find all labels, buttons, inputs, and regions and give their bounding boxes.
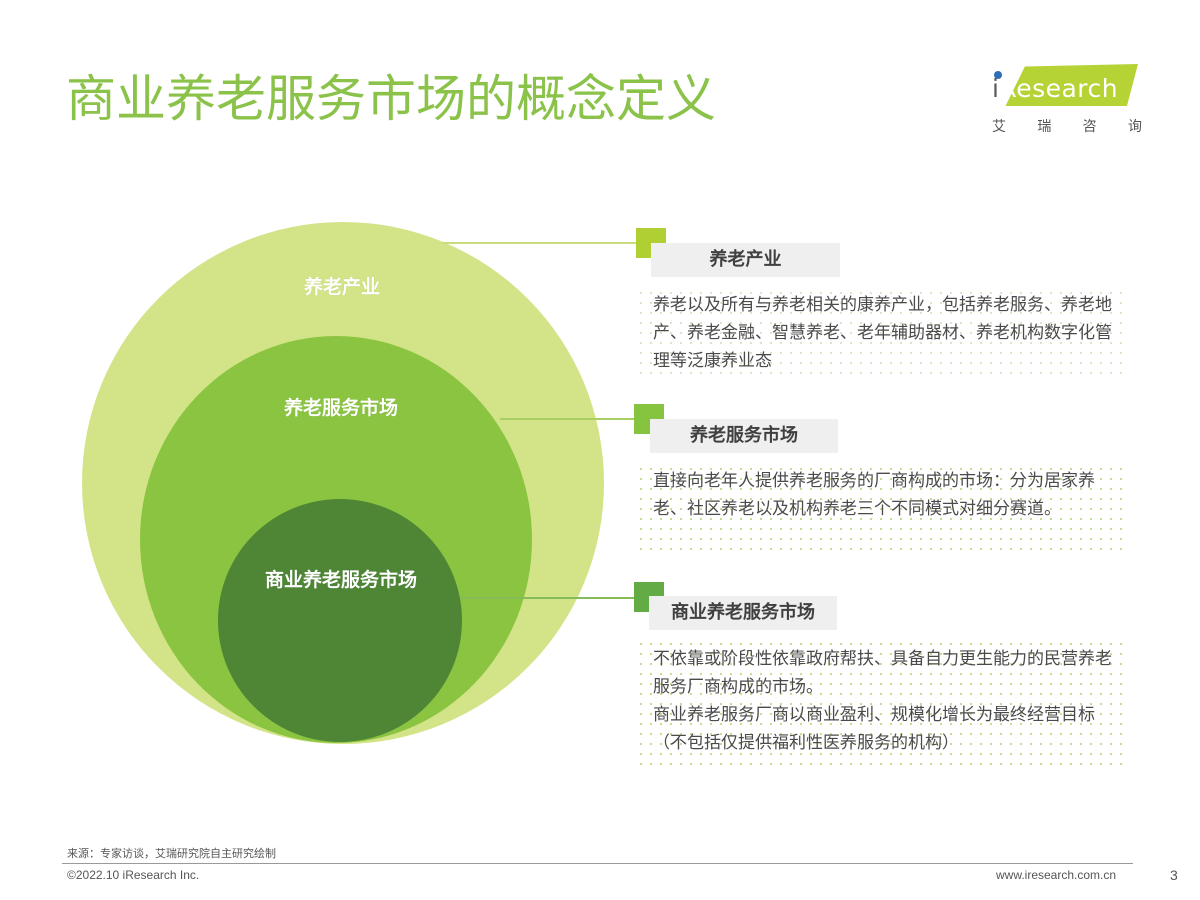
connector-line-1	[442, 242, 638, 244]
definition-text: 直接向老年人提供养老服务的厂商构成的市场：分为居家养老、社区养老以及机构养老三个…	[653, 471, 1095, 519]
definition-panel-3: 不依靠或阶段性依靠政府帮扶、具备自力更生能力的民营养老服务厂商构成的市场。 商业…	[633, 636, 1125, 768]
circle-commercial-elderly-service-market	[218, 499, 462, 742]
connector-line-2	[500, 418, 638, 420]
website-link[interactable]: www.iresearch.com.cn	[996, 868, 1117, 882]
logo-subtitle: 艾 瑞 咨 询	[992, 119, 1142, 135]
circle-label-outer: 养老产业	[303, 276, 381, 298]
definition-panel-2: 直接向老年人提供养老服务的厂商构成的市场：分为居家养老、社区养老以及机构养老三个…	[633, 461, 1125, 554]
logo-band-shape	[1005, 64, 1138, 106]
definition-title-1: 养老产业	[651, 243, 840, 277]
iresearch-logo: iResearch 艾 瑞 咨 询	[986, 62, 1146, 142]
definition-text: 商业养老服务厂商以商业盈利、规模化增长为最终经营目标（不包括仅提供福利性医养服务…	[653, 705, 1095, 753]
source-note: 来源：专家访谈，艾瑞研究院自主研究绘制	[67, 847, 276, 860]
logo-wordmark: iResearch	[992, 74, 1119, 103]
definition-title-2: 养老服务市场	[650, 419, 838, 453]
definition-title-3: 商业养老服务市场	[649, 596, 837, 630]
definition-panel-1: 养老以及所有与养老相关的康养产业，包括养老服务、养老地产、养老金融、智慧养老、老…	[633, 285, 1125, 379]
circle-label-inner: 商业养老服务市场	[264, 569, 418, 591]
page-number: 3	[1170, 867, 1178, 883]
connector-line-3	[460, 597, 638, 599]
copyright: ©2022.10 iResearch Inc.	[67, 868, 200, 882]
circle-label-middle: 养老服务市场	[283, 397, 399, 419]
page-title: 商业养老服务市场的概念定义	[66, 70, 716, 128]
footer-divider	[62, 863, 1133, 864]
definition-text: 养老以及所有与养老相关的康养产业，包括养老服务、养老地产、养老金融、智慧养老、老…	[653, 295, 1112, 371]
definition-text: 不依靠或阶段性依靠政府帮扶、具备自力更生能力的民营养老服务厂商构成的市场。	[653, 649, 1112, 697]
logo-dot-icon	[994, 71, 1002, 79]
